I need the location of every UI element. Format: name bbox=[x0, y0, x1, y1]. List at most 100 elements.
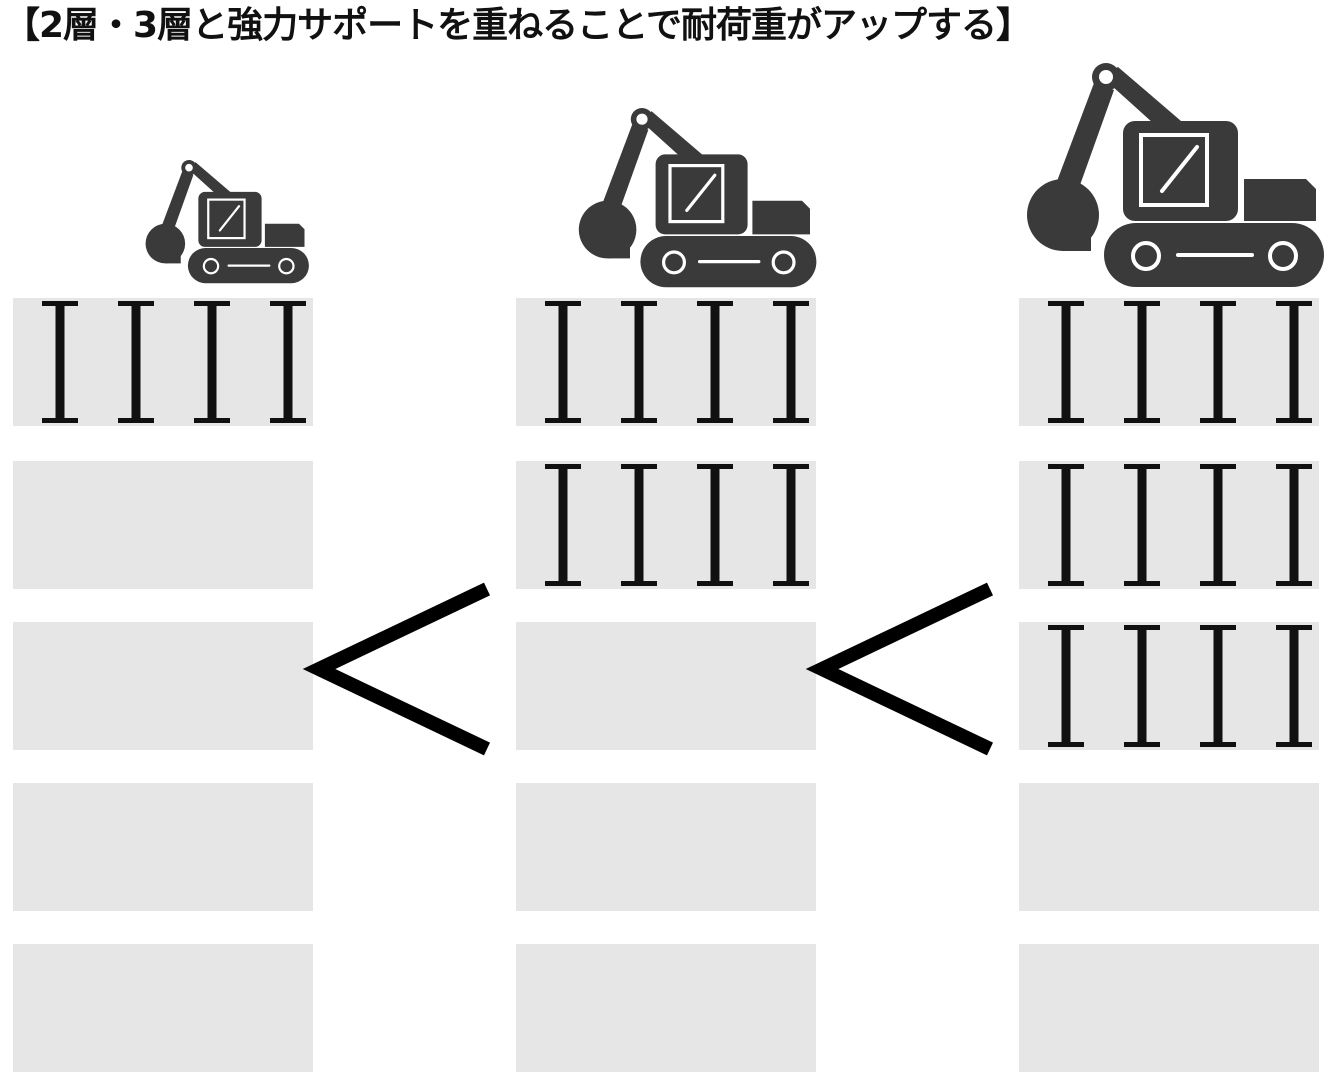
support-bottom-flange bbox=[773, 418, 809, 423]
layer-block bbox=[13, 461, 313, 589]
excavator-joint-pin bbox=[1099, 70, 1113, 84]
i-beam-support-icon bbox=[1200, 464, 1236, 586]
layer-fill bbox=[516, 783, 816, 911]
support-web bbox=[1289, 625, 1299, 747]
column-3 bbox=[1019, 298, 1319, 1072]
layer-block bbox=[1019, 298, 1319, 426]
layer-fill bbox=[13, 622, 313, 750]
excavator-window bbox=[1139, 133, 1209, 207]
support-bottom-flange bbox=[1200, 742, 1236, 747]
support-top-flange bbox=[1048, 625, 1084, 630]
i-beam-support-icon bbox=[118, 301, 154, 423]
excavator-wheel-front bbox=[662, 250, 687, 275]
excavator-wheel-rear bbox=[1268, 241, 1298, 271]
layer-block bbox=[516, 298, 816, 426]
column-1 bbox=[13, 298, 313, 1072]
i-beam-support-icon bbox=[1276, 625, 1312, 747]
support-web bbox=[1061, 625, 1071, 747]
layer-block bbox=[1019, 622, 1319, 750]
support-top-flange bbox=[621, 301, 657, 306]
support-web bbox=[786, 464, 796, 586]
excavator-bucket-lip bbox=[1063, 231, 1091, 251]
support-web bbox=[634, 464, 644, 586]
excavator-wheel-rear bbox=[278, 257, 295, 275]
support-web bbox=[786, 301, 796, 423]
layer-fill bbox=[13, 783, 313, 911]
layer-block bbox=[13, 783, 313, 911]
layer-fill bbox=[1019, 783, 1319, 911]
support-bottom-flange bbox=[1200, 418, 1236, 423]
i-beam-support-icon bbox=[1124, 464, 1160, 586]
support-bottom-flange bbox=[1048, 418, 1084, 423]
support-top-flange bbox=[42, 301, 78, 306]
excavator-window-glare bbox=[685, 173, 717, 213]
support-bottom-flange bbox=[1048, 742, 1084, 747]
support-bottom-flange bbox=[194, 418, 230, 423]
excavator-wheel-rear bbox=[771, 250, 796, 275]
support-bottom-flange bbox=[621, 418, 657, 423]
support-bottom-flange bbox=[1200, 581, 1236, 586]
support-bottom-flange bbox=[42, 418, 78, 423]
excavator-window-glare bbox=[1160, 145, 1199, 193]
excavator-cab bbox=[655, 154, 748, 235]
excavator-icon bbox=[578, 108, 817, 288]
support-top-flange bbox=[697, 301, 733, 306]
support-bottom-flange bbox=[270, 418, 306, 423]
less-than-sign bbox=[302, 582, 491, 756]
excavator-joint-pin bbox=[636, 113, 648, 125]
excavator-cab bbox=[198, 191, 262, 247]
excavator-icon bbox=[1027, 63, 1324, 287]
i-beam-support-icon bbox=[1276, 301, 1312, 423]
support-top-flange bbox=[1200, 464, 1236, 469]
support-bottom-flange bbox=[1276, 742, 1312, 747]
i-beam-support-icon bbox=[194, 301, 230, 423]
layer-fill bbox=[13, 944, 313, 1072]
excavator-icon bbox=[145, 160, 309, 284]
support-top-flange bbox=[1048, 301, 1084, 306]
excavator-bucket-lip bbox=[165, 252, 181, 264]
layer-block bbox=[13, 298, 313, 426]
support-top-flange bbox=[1124, 301, 1160, 306]
support-bottom-flange bbox=[697, 581, 733, 586]
layer-block bbox=[1019, 944, 1319, 1072]
support-web bbox=[1137, 301, 1147, 423]
layer-block bbox=[13, 622, 313, 750]
layer-block bbox=[1019, 461, 1319, 589]
excavator-window bbox=[668, 164, 725, 224]
support-web bbox=[558, 301, 568, 423]
support-bottom-flange bbox=[545, 418, 581, 423]
layer-fill bbox=[516, 944, 816, 1072]
support-bottom-flange bbox=[697, 418, 733, 423]
support-web bbox=[283, 301, 293, 423]
i-beam-support-icon bbox=[1048, 301, 1084, 423]
support-bottom-flange bbox=[1048, 581, 1084, 586]
excavator-window bbox=[207, 198, 246, 240]
i-beam-support-icon bbox=[1048, 625, 1084, 747]
excavator-bucket-lip bbox=[607, 242, 630, 259]
support-top-flange bbox=[194, 301, 230, 306]
support-bottom-flange bbox=[545, 581, 581, 586]
support-top-flange bbox=[118, 301, 154, 306]
support-web bbox=[1289, 301, 1299, 423]
support-web bbox=[1137, 464, 1147, 586]
column-2 bbox=[516, 298, 816, 1072]
excavator-wheel-front bbox=[202, 257, 220, 275]
layer-block bbox=[516, 944, 816, 1072]
support-bottom-flange bbox=[1276, 581, 1312, 586]
support-web bbox=[1213, 301, 1223, 423]
excavator-engine bbox=[752, 200, 810, 235]
layer-fill bbox=[1019, 944, 1319, 1072]
support-web bbox=[558, 464, 568, 586]
excavator-wheel-front bbox=[1131, 241, 1161, 271]
support-web bbox=[634, 301, 644, 423]
support-top-flange bbox=[1276, 625, 1312, 630]
page-title: 【2層・3層と強力サポートを重ねることで耐荷重がアップする】 bbox=[4, 5, 1032, 46]
support-bottom-flange bbox=[773, 581, 809, 586]
support-top-flange bbox=[1200, 625, 1236, 630]
support-top-flange bbox=[1276, 464, 1312, 469]
support-web bbox=[1061, 464, 1071, 586]
i-beam-support-icon bbox=[545, 464, 581, 586]
support-bottom-flange bbox=[621, 581, 657, 586]
i-beam-support-icon bbox=[1124, 301, 1160, 423]
